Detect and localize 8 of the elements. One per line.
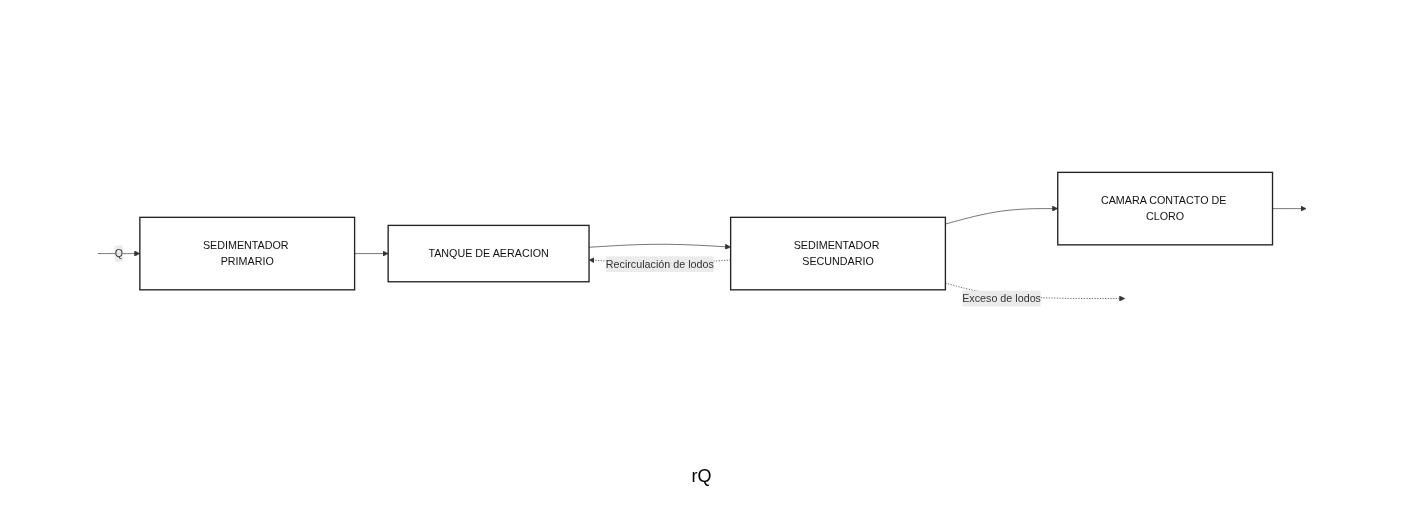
note-text: rQ — [691, 465, 712, 487]
node-box: SEDIMENTADOR PRIMARIO — [138, 216, 355, 291]
edge-label: Exceso de lodos — [961, 292, 1041, 304]
node-box: TANQUE DE AERACION — [387, 224, 590, 283]
node-box: SEDIMENTADOR SECUNDARIO — [729, 216, 946, 291]
node-box: CAMARA CONTACTO DE CLORO — [1056, 171, 1273, 246]
edge-label: Q — [114, 247, 123, 259]
edge-label: Recirculación de lodos — [605, 258, 714, 270]
